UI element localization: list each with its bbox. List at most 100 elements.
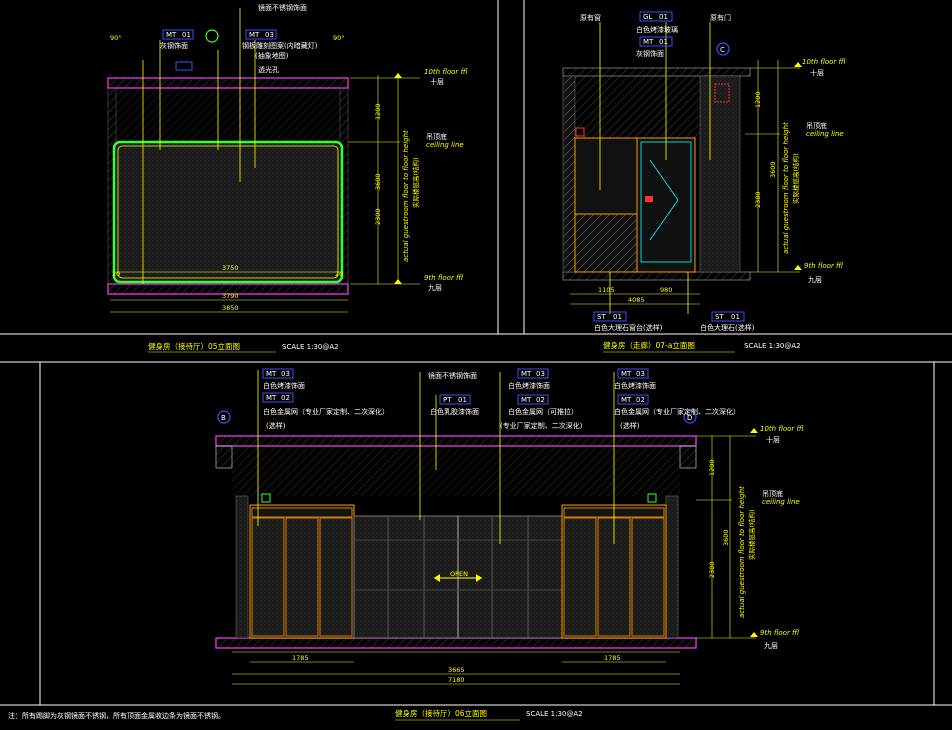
e3-tag2-num: 02 <box>281 394 290 402</box>
e3-tag6-code: MT <box>621 370 632 378</box>
e2-level-bottom: 9th floor ffl <box>804 262 843 270</box>
e3-dim-total: 7180 <box>448 676 465 684</box>
e3-tag7-num: 02 <box>636 396 645 404</box>
e1-level-ceiling: 吊顶底 <box>426 132 447 141</box>
e3-title: 健身房（接待厅）06立面图 <box>395 708 487 718</box>
e1-level-top-cn: 十层 <box>430 77 444 86</box>
e2-note-door: 原有门 <box>710 13 731 22</box>
e2-note-window: 原有窗 <box>580 13 601 22</box>
e1-note-map: (抽象地图) <box>255 51 289 60</box>
e2-tag2-desc: 灰钢饰面 <box>636 49 664 58</box>
e3-tag2-desc: 白色金属网（专业厂家定制、二次深化） <box>263 407 389 416</box>
e3-scale: SCALE 1:30@A2 <box>526 710 583 718</box>
e2-title: 健身房（走廊）07-a立面图 <box>603 340 695 350</box>
e2-dim-v3: 2380 <box>754 191 762 208</box>
e3-note-custom: (专业厂家定制、二次深化) <box>500 421 583 430</box>
e2-tag1-num: 01 <box>659 13 668 21</box>
e1-dim-v2: 3600 <box>374 173 382 190</box>
e3-vertical-text: actual guestroom floor to floor height <box>738 486 746 618</box>
e1-dim-v1: 1200 <box>374 103 382 120</box>
frame <box>0 0 952 706</box>
e1-vertical-text: actual guestroom floor to floor height <box>402 130 410 262</box>
e2-level-top-cn: 十层 <box>810 68 824 77</box>
e3-tag7-code: MT <box>621 396 632 404</box>
e3-tag3-num: 01 <box>458 396 467 404</box>
e3-dim-mid: 3665 <box>448 666 465 674</box>
e2-dim-v2: 3600 <box>769 161 777 178</box>
e3-tag7-desc: 白色金属网（专业厂家定制、二次深化） <box>614 407 740 416</box>
e2-tag1-code: GL <box>643 13 652 21</box>
e1-level-top: 10th floor ffl <box>424 68 468 76</box>
e2-level-top: 10th floor ffl <box>802 58 846 66</box>
e1-dim-w2: 3850 <box>222 304 239 312</box>
elevation-3: OPEN B D MT 03 白色烤漆饰面 MT 02 白色金属网（专业厂家定制… <box>215 368 804 721</box>
open-label: OPEN <box>450 570 468 578</box>
e1-tag1-num: 01 <box>182 31 191 39</box>
e3-tag4-desc: 白色烤漆饰面 <box>508 381 550 390</box>
e3-tag4-code: MT <box>521 370 532 378</box>
e1-note-hole: 透光孔 <box>258 65 279 74</box>
elevation-2: 原有窗 原有门 GL 01 白色烤漆玻璃 MT 01 灰钢饰面 C ST 01 … <box>562 11 846 353</box>
e3-level-bottom: 9th floor ffl <box>760 629 799 637</box>
e3-tag2-code: MT <box>266 394 277 402</box>
e2-vertical-text-cn: 实际楼层高(结构) <box>791 153 800 204</box>
e2-btag2-num: 01 <box>731 313 740 321</box>
e2-btag2-code: ST <box>715 313 724 321</box>
e2-dim-w2: 980 <box>660 286 672 294</box>
e2-level-bottom-cn: 九层 <box>808 275 822 284</box>
e3-vertical-text-cn: 实际楼层高(结构) <box>747 509 756 560</box>
e3-note-sel2: (选样) <box>620 421 640 430</box>
e3-tag5-num: 02 <box>536 396 545 404</box>
e1-scale: SCALE 1:30@A2 <box>282 343 339 351</box>
e1-level-bottom-cn: 九层 <box>428 283 442 292</box>
elevation-1: MT 01 灰钢饰面 MT 03 钢板雕刻图案(内暗藏灯) 镜面不锈钢饰面 (抽… <box>107 3 468 353</box>
e2-tag2-code: MT <box>643 38 654 46</box>
e3-marker-d: D <box>687 414 692 422</box>
e3-level-ceiling-en: ceiling line <box>762 498 800 506</box>
e3-tag3-desc: 白色乳胶漆饰面 <box>430 407 479 416</box>
e3-dim-left: 1785 <box>292 654 309 662</box>
e1-angle-left: 90° <box>110 34 122 42</box>
center-doors: OPEN <box>353 515 563 639</box>
e1-tag2-num: 03 <box>265 31 274 39</box>
e3-tag1-num: 03 <box>281 370 290 378</box>
e2-vertical-text: actual guestroom floor to floor height <box>782 122 790 254</box>
e1-level-bottom: 9th floor ffl <box>424 274 463 282</box>
e3-tag5-desc: 白色金属网（可推拉） <box>508 407 578 416</box>
e1-title: 健身房（接待厅）05立面图 <box>148 341 240 351</box>
e1-dim-right: 20 <box>335 270 343 278</box>
e3-tag3-code: PT <box>443 396 452 404</box>
e2-level-ceiling: 吊顶底 <box>806 121 827 130</box>
e1-vertical-text-cn: 实际楼层高(结构) <box>411 157 420 208</box>
left-cabinets <box>249 504 355 639</box>
e3-level-ceiling: 吊顶底 <box>762 489 783 498</box>
e1-angle-right: 90° <box>333 34 345 42</box>
e1-note-steel: 镜面不锈钢饰面 <box>258 3 307 12</box>
e3-tag6-num: 03 <box>636 370 645 378</box>
e3-tag1-desc: 白色烤漆饰面 <box>263 381 305 390</box>
e3-dim-v1: 1200 <box>708 459 716 476</box>
e1-dim-w1: 3790 <box>222 292 239 300</box>
e1-dim-left: 20 <box>112 270 120 278</box>
e2-tag1-desc: 白色烤漆玻璃 <box>636 25 678 34</box>
e2-level-ceiling-en: ceiling line <box>806 130 844 138</box>
e1-dim-inner: 3750 <box>222 264 239 272</box>
e2-dim-total: 4085 <box>628 296 645 304</box>
e3-level-bottom-cn: 九层 <box>764 641 778 650</box>
e3-note-sel1: (选样) <box>266 421 286 430</box>
e2-btag1-desc: 白色大理石窗台(选样) <box>594 323 663 332</box>
e3-tag6-desc: 白色烤漆饰面 <box>614 381 656 390</box>
right-cabinets <box>561 504 667 639</box>
footer-note: 注：所有踢脚为灰钢镜面不锈钢，所有顶面金属收边条为镜面不锈钢。 <box>8 711 225 720</box>
e1-level-ceiling-en: ceiling line <box>426 141 464 149</box>
e3-tag1-code: MT <box>266 370 277 378</box>
e2-marker-c: C <box>720 46 725 54</box>
e1-tag1-code: MT <box>166 31 177 39</box>
e3-dim-v2: 3600 <box>722 529 730 546</box>
e3-level-top: 10th floor ffl <box>760 425 804 433</box>
e2-btag1-code: ST <box>597 313 606 321</box>
e2-btag1-num: 01 <box>613 313 622 321</box>
e2-scale: SCALE 1:30@A2 <box>744 342 801 350</box>
e3-marker-b: B <box>221 414 226 422</box>
e1-dim-v3: 2300 <box>374 208 382 225</box>
